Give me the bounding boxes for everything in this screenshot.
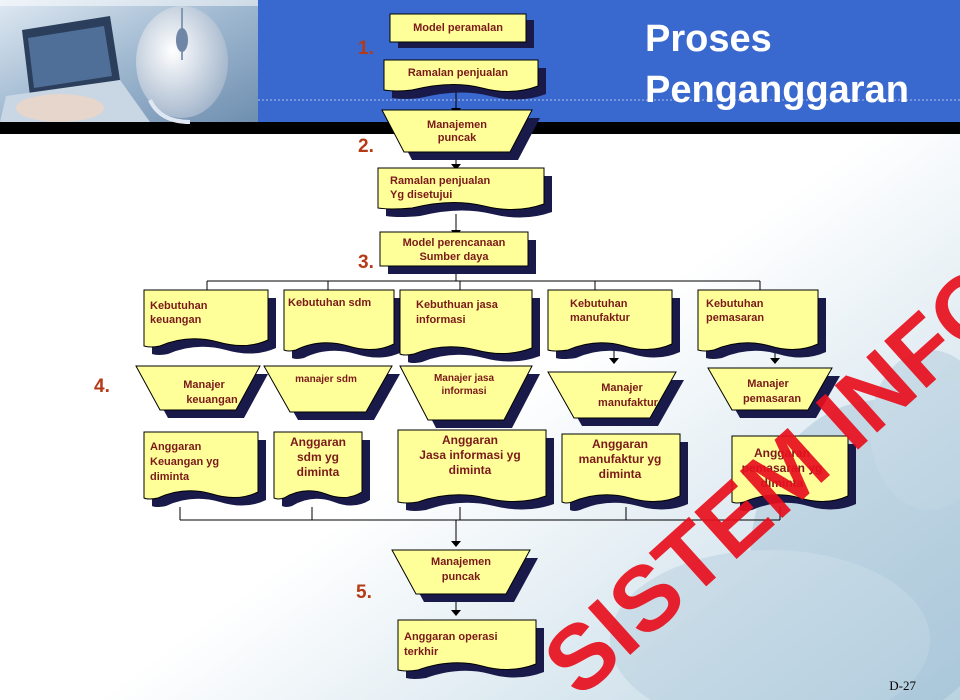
node-label-line: Anggaran: [442, 433, 498, 447]
node-label-line: diminta: [761, 476, 804, 490]
node-label-line: Manajer: [601, 382, 643, 394]
node-label: Model peramalan: [413, 22, 503, 34]
node-label-line: Jasa informasi yg: [419, 448, 520, 462]
step-number-3: 3.: [358, 252, 374, 273]
node-label-line: Kebuthuan jasa: [416, 299, 499, 311]
node-label-line: Manajemen: [431, 556, 491, 568]
node-label-line: manufaktur: [570, 312, 631, 324]
hand-icon: [16, 94, 104, 122]
node-manajer-jasa-informasi: Manajer jasa informasi: [399, 365, 540, 428]
node-label-line: Anggaran operasi: [404, 631, 498, 643]
node-label-line: pemasaran yg: [742, 461, 823, 475]
node-model-peramalan: Model peramalan: [389, 13, 534, 48]
node-ramalan-penjualan: Ramalan penjualan: [383, 59, 546, 100]
node-label-line: manufaktur: [598, 397, 659, 409]
node-label-line: keuangan: [150, 314, 202, 326]
node-manajer-sdm: manajer sdm: [263, 365, 400, 420]
node-label-line: Sumber daya: [419, 251, 489, 263]
node-label-line: Yg disetujui: [390, 189, 452, 201]
page-code: D-27: [889, 678, 916, 693]
node-label-line: diminta: [297, 465, 340, 479]
node-label-line: diminta: [449, 463, 492, 477]
node-label-line: terkhir: [404, 646, 439, 658]
svg-text:Kebutuhan sdm: Kebutuhan sdm: [288, 297, 371, 309]
node-label-line: diminta: [599, 467, 642, 481]
node-label-line: Kebutuhan sdm: [288, 297, 371, 309]
node-label-line: diminta: [150, 471, 190, 483]
node-label-line: Kebutuhan: [706, 298, 764, 310]
svg-text:manajer sdm: manajer sdm: [295, 374, 357, 385]
step-number-1: 1.: [358, 38, 374, 59]
node-label-line: manufaktur yg: [579, 452, 662, 466]
laptop-and-mouse-photo: [0, 0, 258, 124]
node-label-line: Anggaran: [592, 437, 648, 451]
node-label-line: Manajer: [183, 379, 225, 391]
node-label-line: Kebutuhan: [150, 300, 208, 312]
node-kebutuhan-sdm: Kebutuhan sdm: [283, 289, 402, 359]
node-label-line: Manajemen: [427, 119, 487, 131]
step-number-4: 4.: [94, 376, 110, 397]
node-anggaran-operasi: Anggaran operasi terkhir: [397, 619, 544, 679]
node-label-line: puncak: [442, 571, 481, 583]
node-label-line: Anggaran: [150, 441, 202, 453]
node-manajer-keuangan: Manajer keuangan: [135, 365, 268, 418]
node-label-line: Manajer jasa: [434, 373, 494, 384]
node-label: Ramalan penjualan: [408, 67, 509, 79]
node-label-line: Ramalan penjualan: [390, 175, 491, 187]
page-title-line2: Penganggaran: [645, 69, 909, 111]
node-ramalan-disetujui: Ramalan penjualan Yg disetujui: [377, 167, 552, 218]
node-label-line: Manajer: [747, 378, 789, 390]
node-kebuthuan-jasa-informasi: Kebuthuan jasa informasi: [399, 289, 540, 363]
node-label-line: manajer sdm: [295, 374, 357, 385]
node-label-line: Anggaran: [754, 446, 810, 460]
node-label-line: Anggaran: [290, 435, 346, 449]
step-number-2: 2.: [358, 136, 374, 157]
step-number-5: 5.: [356, 582, 372, 603]
node-manajer-pemasaran: Manajer pemasaran: [707, 367, 840, 418]
node-label-line: Keuangan yg: [150, 456, 219, 468]
node-kebutuhan-manufaktur: Kebutuhan manufaktur: [547, 289, 680, 359]
node-label-line: pemasaran: [743, 393, 801, 405]
node-kebutuhan-keuangan: Kebutuhan keuangan: [143, 289, 276, 355]
node-label-line: informasi: [441, 386, 486, 397]
node-manajemen-puncak-2: Manajemen puncak: [391, 549, 538, 602]
node-label-line: informasi: [416, 314, 466, 326]
mouse-icon: [136, 6, 228, 118]
node-label-line: sdm yg: [297, 450, 339, 464]
node-label-line: keuangan: [186, 394, 238, 406]
node-label-line: Model perencanaan: [403, 237, 506, 249]
node-label-line: puncak: [438, 132, 477, 144]
node-label-line: Kebutuhan: [570, 298, 628, 310]
node-label-line: pemasaran: [706, 312, 764, 324]
node-kebutuhan-pemasaran: Kebutuhan pemasaran: [697, 289, 826, 359]
node-manajer-manufaktur: Manajer manufaktur: [547, 371, 684, 426]
page-title-line1: Proses: [645, 18, 772, 60]
